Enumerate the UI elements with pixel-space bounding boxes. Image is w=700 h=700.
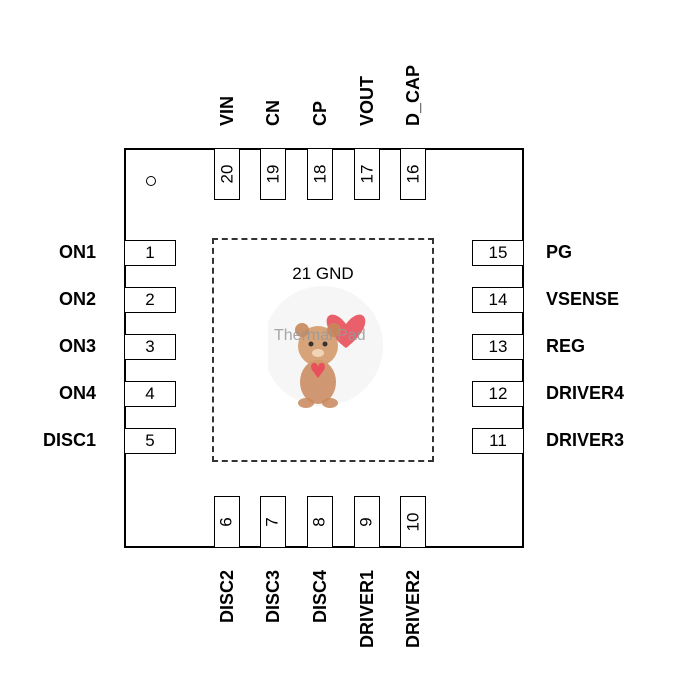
- thermal-pad: [212, 238, 434, 462]
- pin-4-box: 4: [124, 381, 176, 407]
- pin-18-box: 18: [307, 148, 333, 200]
- pin-number: 3: [145, 337, 155, 356]
- pin-number: 2: [145, 290, 155, 309]
- pin-2-label: ON2: [58, 289, 96, 309]
- pin-number: 19: [262, 164, 282, 184]
- pin-2-box: 2: [124, 287, 176, 313]
- pin-number: 1: [145, 243, 155, 262]
- pin-16-label: D_CAP: [403, 64, 423, 126]
- pin-number: 12: [488, 384, 508, 403]
- pin-18-label: CP: [310, 100, 330, 126]
- pin-20-box: 20: [214, 148, 240, 200]
- pin-number: 17: [356, 164, 376, 184]
- pin-number: 16: [402, 164, 422, 184]
- pin-14-label: VSENSE: [546, 289, 620, 309]
- pin-6-label: DISC2: [217, 569, 237, 623]
- pin-14-box: 14: [472, 287, 524, 313]
- pin-12-label: DRIVER4: [546, 383, 625, 403]
- pin-17-label: VOUT: [357, 75, 377, 126]
- pin-number: 7: [263, 517, 282, 527]
- pin-number: 11: [489, 431, 507, 450]
- pin-1-label: ON1: [58, 242, 96, 262]
- pin-number: 6: [217, 517, 236, 527]
- pin-19-box: 19: [260, 148, 286, 200]
- pin-8-box: 8: [307, 496, 333, 548]
- pin-number: 14: [488, 290, 508, 309]
- pin-13-label: REG: [546, 336, 586, 356]
- pin-3-box: 3: [124, 334, 176, 360]
- pin-10-label: DRIVER2: [403, 569, 423, 648]
- pin-4-label: ON4: [58, 383, 96, 403]
- pin-7-box: 7: [260, 496, 286, 548]
- pin-13-box: 13: [472, 334, 524, 360]
- pin-17-box: 17: [354, 148, 380, 200]
- pin-number: 15: [488, 243, 508, 262]
- pin-1-box: 1: [124, 240, 176, 266]
- pin-number: 4: [145, 384, 155, 403]
- pin-9-label: DRIVER1: [357, 569, 377, 648]
- pin-number: 18: [309, 164, 329, 184]
- pin-7-label: DISC3: [263, 569, 283, 623]
- watermark-text: Thermal Pad: [274, 327, 366, 344]
- pin-16-box: 16: [400, 148, 426, 200]
- pin-19-label: CN: [263, 100, 283, 126]
- pin-number: 9: [357, 517, 376, 527]
- pin-12-box: 12: [472, 381, 524, 407]
- pin-number: 8: [310, 517, 329, 527]
- pin-15-box: 15: [472, 240, 524, 266]
- pin-number: 20: [216, 164, 236, 184]
- pin-11-box: 11: [472, 428, 524, 454]
- pin-number: 13: [488, 337, 508, 356]
- pin-6-box: 6: [214, 496, 240, 548]
- bear-heart-watermark-icon: Thermal Pad: [268, 286, 383, 408]
- pin1-indicator-circle: [146, 176, 156, 186]
- pin-15-label: PG: [546, 242, 573, 262]
- pin-5-box: 5: [124, 428, 176, 454]
- pin-8-label: DISC4: [310, 569, 330, 623]
- pin-3-label: ON3: [58, 336, 96, 356]
- pin-5-label: DISC1: [42, 430, 96, 450]
- pin-11-label: DRIVER3: [546, 430, 625, 450]
- pin-20-label: VIN: [217, 95, 237, 126]
- pin-10-box: 10: [400, 496, 426, 548]
- thermal-pad-label: 21 GND: [292, 264, 354, 283]
- pin-9-box: 9: [354, 496, 380, 548]
- pin-number: 10: [402, 512, 422, 532]
- pin-number: 5: [145, 431, 155, 450]
